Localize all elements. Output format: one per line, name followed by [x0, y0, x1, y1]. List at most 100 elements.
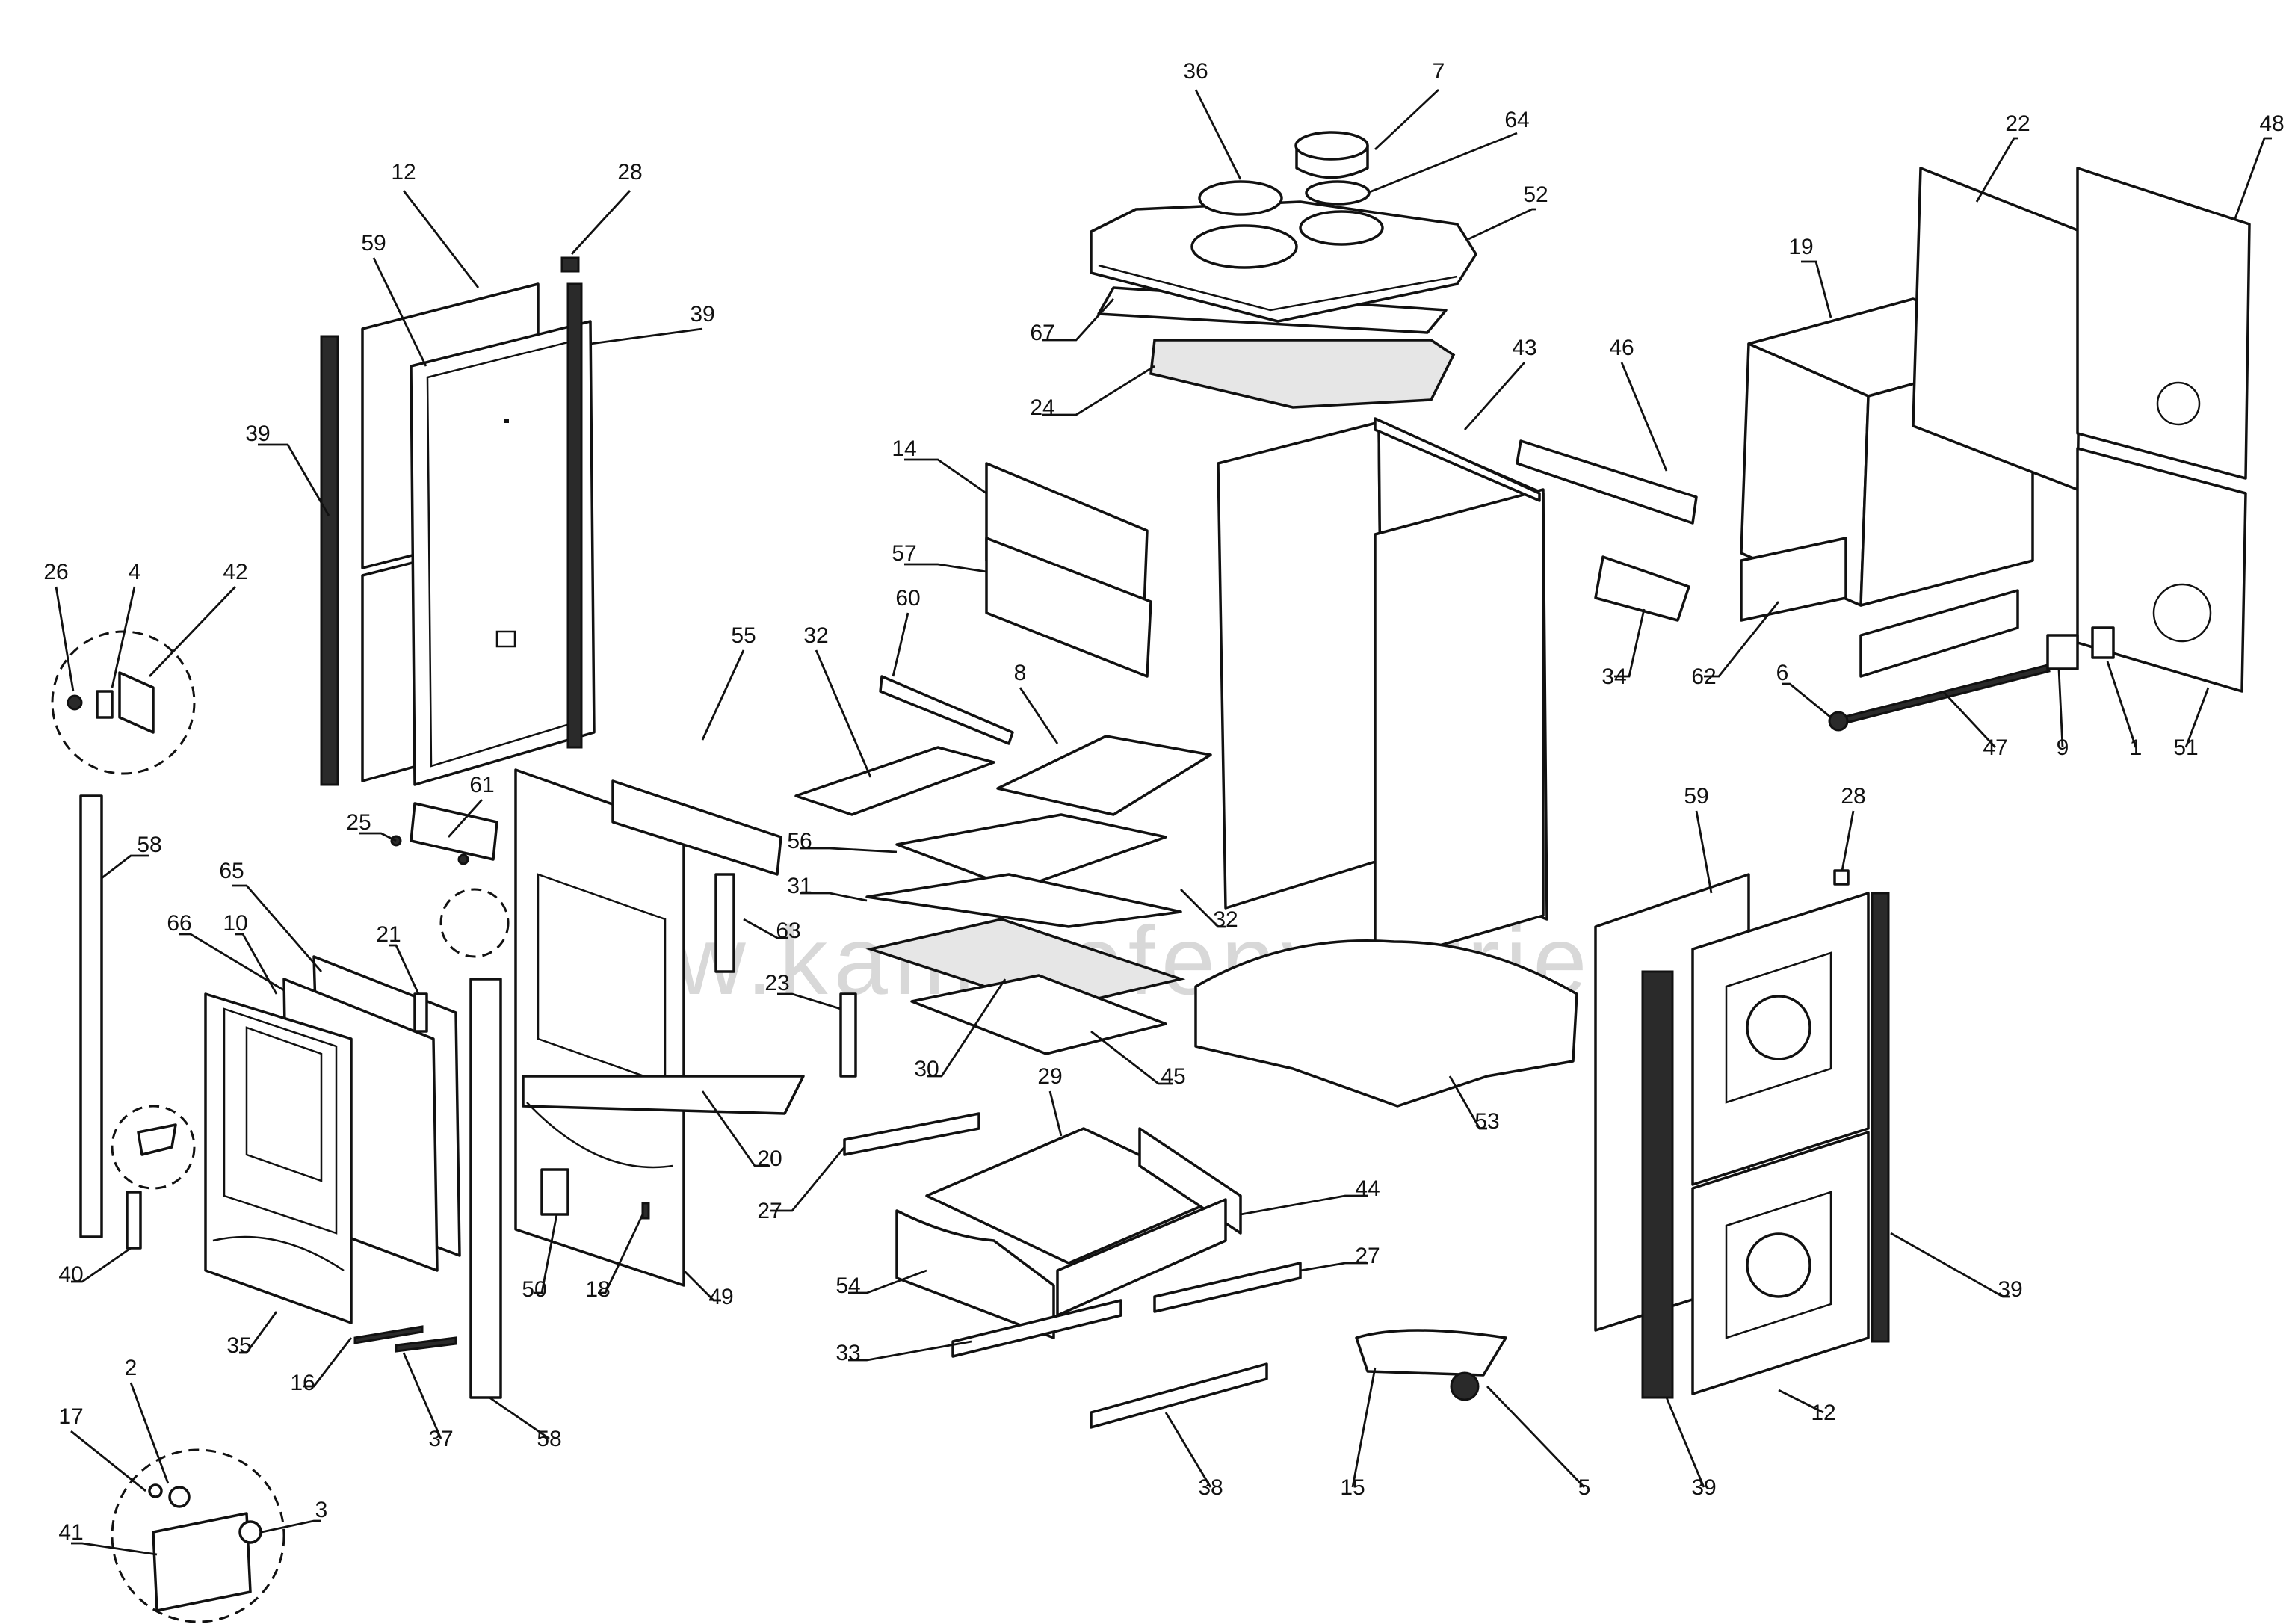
part-21-handle-plate [413, 992, 428, 1033]
leader-line-c55 [701, 649, 745, 741]
callout-label-c45: 45 [1161, 1064, 1185, 1089]
leader-line-c44 [1240, 1194, 1368, 1216]
callout-label-c16: 16 [290, 1371, 315, 1395]
callout-label-c46: 46 [1609, 336, 1634, 360]
leader-line-c40 [71, 1247, 132, 1283]
leader-line-c54 [848, 1269, 927, 1294]
callout-label-c17: 17 [58, 1404, 83, 1429]
leader-line-c59a [372, 257, 427, 367]
callout-label-c55: 55 [731, 623, 756, 648]
leader-line-c51 [2184, 687, 2210, 748]
callout-label-c59b: 59 [1684, 784, 1708, 809]
drawer-group [843, 1112, 1507, 1429]
leader-line-c12b [1778, 1389, 1824, 1414]
detail-circle-hinge-bottom [111, 1448, 285, 1623]
leader-line-c42 [148, 586, 237, 677]
slot [495, 630, 516, 648]
callout-label-c57: 57 [892, 541, 916, 566]
part-59-side-frame [410, 320, 596, 786]
leader-line-c10 [235, 933, 278, 995]
part-33-rail [951, 1299, 1122, 1358]
leader-line-c7 [1374, 88, 1439, 151]
callout-label-c33: 33 [835, 1341, 860, 1365]
leader-line-c9 [2057, 668, 2064, 748]
part-28-cap-right [1833, 869, 1850, 886]
callout-label-c48: 48 [2259, 111, 2284, 136]
callout-label-c65: 65 [219, 859, 244, 883]
part-48-side-upper [2076, 167, 2251, 480]
part-35-window [223, 1007, 338, 1235]
leader-line-c25 [359, 832, 397, 842]
callout-label-c25: 25 [346, 810, 371, 835]
leader-line-c28a [570, 190, 631, 255]
part-26-screw [67, 694, 83, 711]
leader-line-c8 [1019, 687, 1059, 744]
right-door-group [1594, 869, 1890, 1399]
part-50-latch [540, 1168, 569, 1216]
part-17-bolt [148, 1483, 163, 1498]
callout-label-c61: 61 [469, 773, 494, 797]
part-43-front-panel [1374, 488, 1545, 966]
callout-label-c2: 2 [125, 1356, 138, 1380]
leader-line-c60 [892, 612, 909, 677]
callout-label-c24: 24 [1030, 395, 1054, 420]
detail-circle [51, 630, 196, 775]
leader-line-c56 [800, 847, 898, 853]
part-38-runner [1090, 1362, 1268, 1429]
part-55-top-frame [611, 779, 782, 876]
callout-label-c58b: 58 [537, 1427, 561, 1451]
callout-label-c53: 53 [1474, 1109, 1499, 1134]
callout-label-c34: 34 [1601, 664, 1626, 689]
callout-label-c31: 31 [787, 874, 812, 898]
callout-label-c15: 15 [1340, 1475, 1365, 1500]
leader-line-c31 [800, 892, 868, 902]
front-frame-group [390, 768, 857, 1287]
leader-line-c29 [1048, 1090, 1063, 1137]
part-32-baffle [794, 746, 995, 816]
leader-line-c20 [701, 1090, 770, 1167]
part-54-drawer-front [895, 1209, 1055, 1339]
leader-line-c58b [489, 1396, 550, 1440]
callout-label-c66: 66 [167, 911, 191, 936]
part-35-door-frame [204, 992, 353, 1324]
callout-label-c20: 20 [757, 1146, 782, 1171]
leader-line-c21 [389, 944, 420, 995]
leader-line-c38 [1164, 1412, 1212, 1488]
leader-line-c4 [111, 586, 136, 688]
leader-line-c52 [1468, 208, 1536, 241]
callout-label-c32a: 32 [803, 623, 828, 648]
watermark-text: www.kaminofenvertrieb.de [522, 906, 1806, 1015]
callout-label-c43: 43 [1512, 336, 1536, 360]
callout-label-c64: 64 [1504, 108, 1529, 132]
part-40-small-strip [126, 1191, 142, 1250]
hole [2152, 583, 2212, 643]
callout-label-c28a: 28 [617, 160, 642, 185]
door-lower-emblem [1746, 1232, 1811, 1298]
part-53-base [1194, 939, 1578, 1108]
right-back-group [1740, 167, 2251, 732]
leader-line-c2 [129, 1382, 170, 1484]
part-10-inner-frame [245, 1026, 323, 1182]
part-28-cap [560, 256, 580, 273]
callout-label-c39d: 39 [1691, 1475, 1716, 1500]
leader-line-c15 [1351, 1367, 1377, 1488]
part-36-hotplate-ring [1190, 224, 1298, 269]
leader-line-c63 [743, 918, 788, 939]
callout-label-c37: 37 [428, 1427, 453, 1451]
part-8-grate [996, 735, 1212, 816]
leader-line-c24 [1042, 365, 1155, 416]
part-52-edge [1098, 264, 1458, 312]
leader-line-c48 [2233, 137, 2272, 221]
callout-label-c27a: 27 [757, 1199, 782, 1223]
leader-line-c61 [447, 799, 484, 838]
leader-line-c49 [683, 1270, 721, 1302]
part-37-rod [395, 1336, 457, 1353]
callout-label-c5: 5 [1578, 1475, 1591, 1500]
part-5-knob [1450, 1371, 1480, 1401]
leader-line-c65 [232, 884, 323, 972]
detail-circle-hinge-top [51, 630, 196, 775]
callout-label-c50: 50 [522, 1277, 546, 1302]
callout-label-c9: 9 [2057, 735, 2069, 760]
